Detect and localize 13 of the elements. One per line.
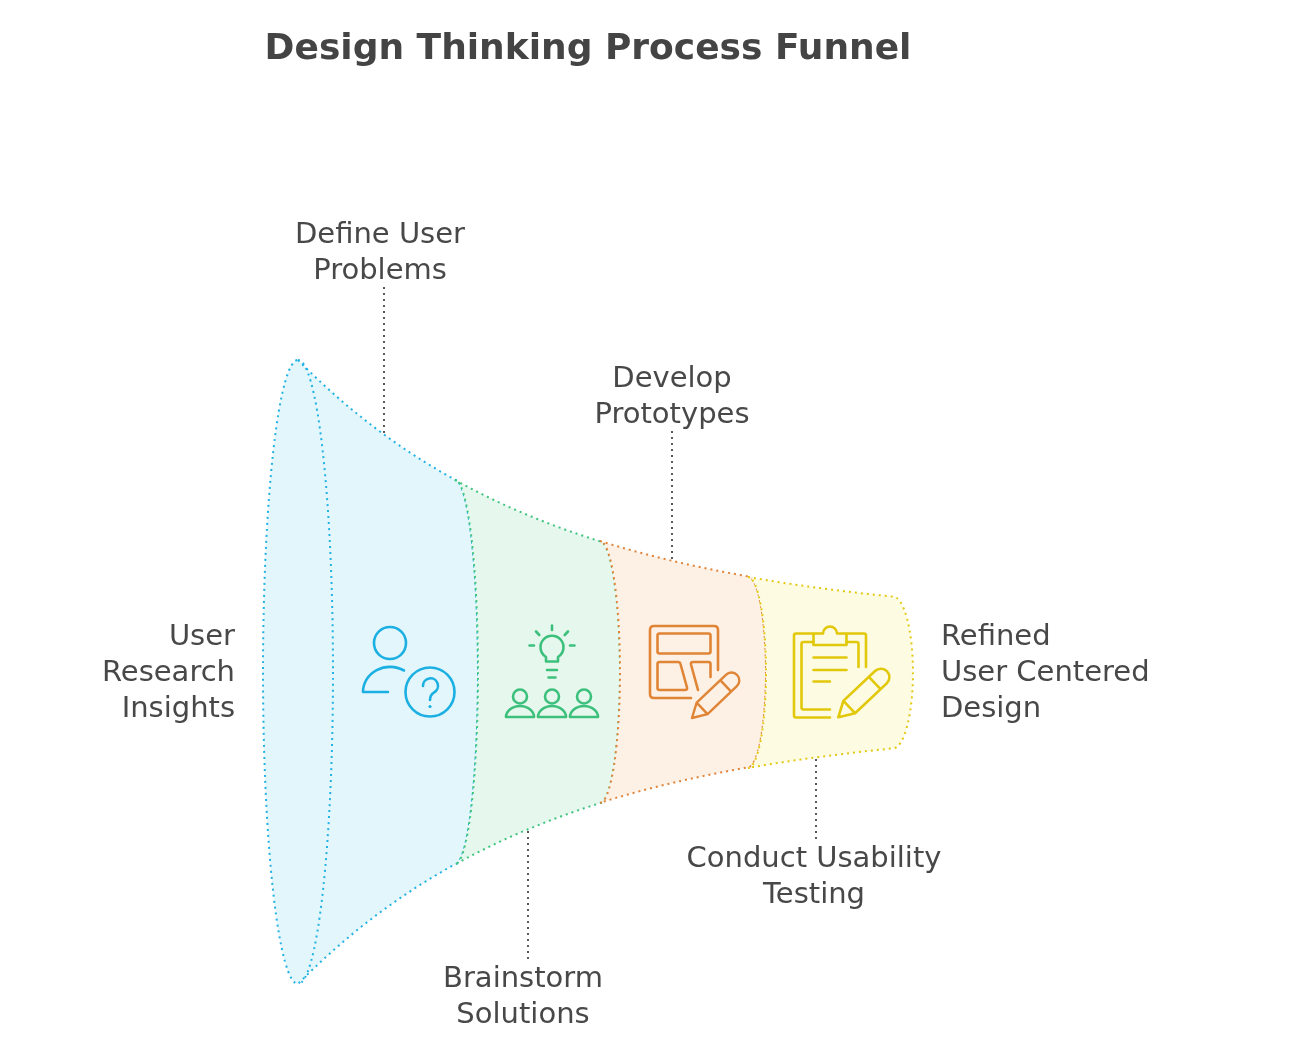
- leader-line: [671, 430, 673, 562]
- funnel-segment: [453, 477, 622, 867]
- stage-label: Define User Problems: [295, 215, 465, 287]
- diagram-title: Design Thinking Process Funnel: [264, 25, 912, 69]
- leader-line: [383, 286, 385, 436]
- side-label: User Research Insights: [101, 617, 235, 725]
- stage-label: Brainstorm Solutions: [443, 959, 603, 1031]
- stage-label: Conduct Usability Testing: [686, 839, 942, 911]
- funnel-segment: [746, 574, 915, 770]
- stage-label: Develop Prototypes: [594, 359, 750, 431]
- leader-line: [527, 828, 529, 960]
- side-label: Refined User Centered Design: [941, 617, 1150, 725]
- funnel-segment: [598, 539, 768, 805]
